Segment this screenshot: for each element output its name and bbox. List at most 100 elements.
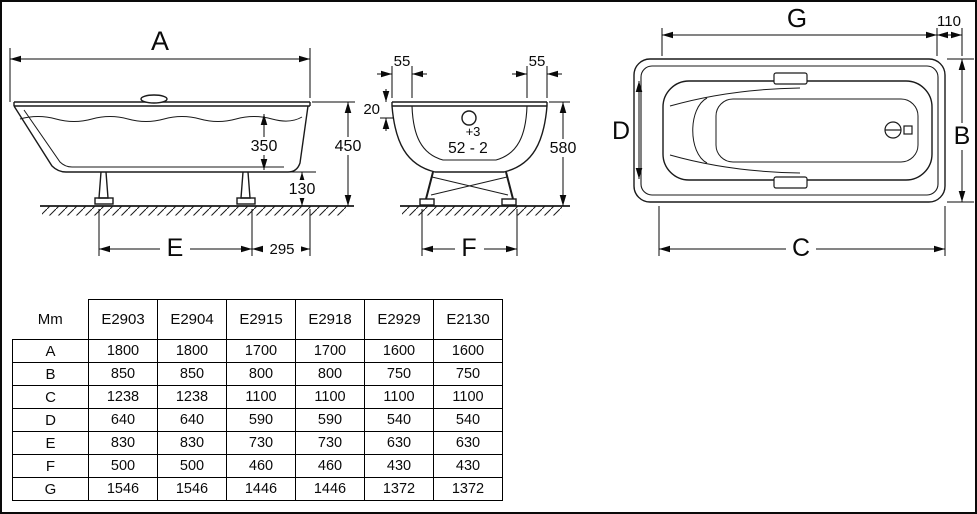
value-cell: 500 — [88, 454, 158, 478]
dim-label-580: 580 — [550, 140, 577, 157]
value-cell: 1446 — [295, 477, 365, 501]
value-cell: 590 — [226, 408, 296, 432]
row-label-cell: B — [12, 362, 89, 386]
dim-label-295: 295 — [269, 241, 294, 258]
rim-grip — [140, 94, 168, 104]
unit-header-cell: Mm — [12, 299, 89, 340]
row-label-cell: D — [12, 408, 89, 432]
water-line — [19, 116, 303, 122]
dim-label-a: A — [151, 26, 169, 56]
tub-end-outline — [391, 101, 548, 173]
value-cell: 850 — [157, 362, 227, 386]
value-cell: 640 — [88, 408, 158, 432]
value-cell: 1238 — [88, 385, 158, 409]
tolerance-plus: +3 — [466, 124, 481, 139]
table-row-c: C 1238 1238 1100 1100 1100 1100 — [12, 385, 503, 409]
value-cell: 730 — [295, 431, 365, 455]
row-label-cell: E — [12, 431, 89, 455]
table-row-d: D 640 640 590 590 540 540 — [12, 408, 503, 432]
dim-label-e: E — [167, 234, 184, 262]
value-cell: 800 — [226, 362, 296, 386]
model-header-cell: E2903 — [88, 299, 158, 340]
model-header-cell: E2130 — [433, 299, 503, 340]
dim-label-55-left: 55 — [394, 53, 411, 70]
row-label-cell: C — [12, 385, 89, 409]
value-cell: 1100 — [364, 385, 434, 409]
dim-label-350: 350 — [251, 138, 278, 155]
value-cell: 1100 — [295, 385, 365, 409]
value-cell: 1700 — [226, 339, 296, 363]
value-cell: 1446 — [226, 477, 296, 501]
dim-label-g: G — [787, 3, 807, 33]
row-label-cell: F — [12, 454, 89, 478]
value-cell: 1546 — [88, 477, 158, 501]
dim-label-450: 450 — [335, 138, 362, 155]
value-cell: 430 — [433, 454, 503, 478]
table-header-row: Mm E2903 E2904 E2915 E2918 E2929 E2130 — [12, 299, 503, 340]
technical-drawing: A 350 450 130 E 295 — [9, 3, 975, 262]
value-cell: 1800 — [88, 339, 158, 363]
model-header-cell: E2904 — [157, 299, 227, 340]
value-cell: 640 — [157, 408, 227, 432]
value-cell: 830 — [157, 431, 227, 455]
grip-handle-bottom — [773, 176, 808, 189]
plan-view-dimensions — [635, 28, 974, 256]
value-cell: 750 — [364, 362, 434, 386]
table-row-e: E 830 830 730 730 630 630 — [12, 431, 503, 455]
drain-fitting — [884, 121, 913, 139]
tub-feet-end — [419, 171, 517, 206]
dim-label-130: 130 — [289, 181, 316, 198]
value-cell: 1700 — [295, 339, 365, 363]
end-view-labels: 55 55 20 +3 52 - 2 580 F — [363, 53, 581, 262]
interior-contours — [669, 87, 919, 174]
side-view-labels: A 350 450 130 E 295 — [151, 26, 365, 262]
value-cell: 730 — [226, 431, 296, 455]
row-label-cell: A — [12, 339, 89, 363]
value-cell: 850 — [88, 362, 158, 386]
value-cell: 800 — [295, 362, 365, 386]
tub-outer-edge — [633, 58, 946, 203]
dim-label-b: B — [954, 122, 971, 150]
value-cell: 540 — [433, 408, 503, 432]
value-cell: 500 — [157, 454, 227, 478]
model-header-cell: E2929 — [364, 299, 434, 340]
table-row-g: G 1546 1546 1446 1446 1372 1372 — [12, 477, 503, 501]
ground-hatch — [42, 206, 346, 216]
row-label-cell: G — [12, 477, 89, 501]
table-row-b: B 850 850 800 800 750 750 — [12, 362, 503, 386]
table-row-f: F 500 500 460 460 430 430 — [12, 454, 503, 478]
dim-label-55-right: 55 — [529, 53, 546, 70]
dim-label-20: 20 — [363, 101, 380, 118]
value-cell: 540 — [364, 408, 434, 432]
plan-view-labels: G 110 D B C — [612, 3, 975, 262]
dim-label-110: 110 — [937, 13, 961, 30]
model-header-cell: E2915 — [226, 299, 296, 340]
value-cell: 460 — [226, 454, 296, 478]
value-cell: 1546 — [157, 477, 227, 501]
value-cell: 630 — [433, 431, 503, 455]
value-cell: 590 — [295, 408, 365, 432]
value-cell: 430 — [364, 454, 434, 478]
value-cell: 1100 — [226, 385, 296, 409]
overflow-hole — [461, 110, 477, 126]
value-cell: 1372 — [364, 477, 434, 501]
value-cell: 460 — [295, 454, 365, 478]
value-cell: 1100 — [433, 385, 503, 409]
table-row-a: A 1800 1800 1700 1700 1600 1600 — [12, 339, 503, 363]
tub-side-outline — [13, 94, 311, 173]
tolerance-value: 52 - 2 — [448, 140, 488, 157]
value-cell: 1600 — [433, 339, 503, 363]
side-view-dimensions — [9, 48, 355, 256]
value-cell: 1372 — [433, 477, 503, 501]
tub-feet-side — [94, 171, 256, 205]
ground-hatch — [402, 206, 562, 216]
value-cell: 1600 — [364, 339, 434, 363]
plan-view — [633, 58, 946, 203]
value-cell: 750 — [433, 362, 503, 386]
value-cell: 630 — [364, 431, 434, 455]
dim-label-f: F — [461, 234, 476, 262]
value-cell: 1800 — [157, 339, 227, 363]
end-view — [391, 101, 570, 216]
dim-label-d: D — [612, 117, 630, 145]
dim-label-c: C — [792, 234, 810, 262]
